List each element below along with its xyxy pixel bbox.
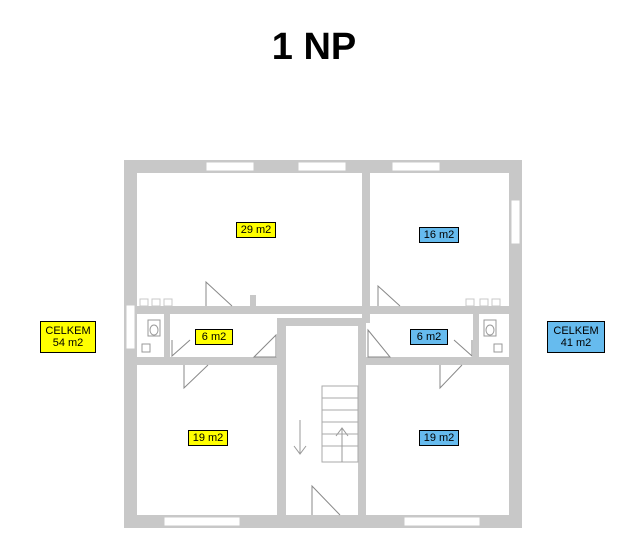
wall-stair-left — [277, 318, 286, 515]
window-top-3 — [391, 161, 441, 172]
total-left-label: CELKEM — [45, 325, 91, 337]
ventilation — [139, 298, 501, 307]
stair-arrow-down — [293, 420, 307, 455]
doors — [171, 280, 473, 516]
wall-stub — [250, 295, 256, 306]
vent-right-1 — [479, 298, 489, 307]
door-left-hall — [252, 333, 277, 358]
windows — [125, 161, 521, 527]
door-left-bottom — [183, 364, 209, 390]
total-right-area: 41 m2 — [560, 337, 592, 349]
total-left: CELKEM 54 m2 — [40, 321, 96, 353]
window-left-1 — [125, 304, 136, 350]
vent-right-3 — [465, 298, 475, 307]
door-left-wc — [171, 339, 191, 358]
total-right-label: CELKEM — [553, 325, 599, 337]
room-left-hall-area: 6 m2 — [195, 329, 233, 345]
door-right-top — [377, 284, 401, 307]
vent-left-1 — [139, 298, 149, 307]
door-entrance — [311, 484, 341, 516]
door-left-top — [205, 280, 233, 307]
wall-wc-right — [473, 314, 479, 357]
wall-right-lower — [366, 357, 509, 365]
total-right: CELKEM 41 m2 — [547, 321, 605, 353]
toilet-right-icon — [483, 319, 497, 337]
wall-vertical-center — [362, 173, 370, 323]
window-top-2 — [297, 161, 347, 172]
vent-left-3 — [163, 298, 173, 307]
wall-stair-right — [358, 318, 366, 515]
room-right-hall-area: 6 m2 — [410, 329, 448, 345]
wall-left-mid — [137, 306, 362, 314]
total-left-area: 54 m2 — [52, 337, 84, 349]
vent-right-2 — [491, 298, 501, 307]
room-right-bottom-area: 19 m2 — [419, 430, 459, 446]
wall-left-lower — [137, 357, 282, 365]
page-title: 1 NP — [271, 26, 357, 68]
window-top-1 — [205, 161, 255, 172]
door-right-wc — [453, 339, 473, 358]
door-right-hall — [367, 328, 392, 358]
vent-left-2 — [151, 298, 161, 307]
room-left-bottom-area: 19 m2 — [188, 430, 228, 446]
walls — [124, 160, 522, 528]
stairs — [293, 385, 359, 463]
toilet-left-icon — [147, 319, 161, 337]
sink-left-icon — [141, 343, 151, 353]
sink-right-icon — [493, 343, 503, 353]
sanitary — [141, 319, 503, 353]
door-right-bottom — [439, 364, 463, 390]
stair-arrow-up — [335, 427, 349, 462]
wall-right-mid — [370, 306, 509, 314]
window-bottom-1 — [163, 516, 241, 527]
room-right-top-area: 16 m2 — [419, 227, 459, 243]
window-bottom-2 — [403, 516, 481, 527]
wall-stair-top — [277, 318, 366, 326]
outer-wall-right — [509, 160, 522, 528]
stair-flight — [321, 385, 359, 463]
room-left-top-area: 29 m2 — [236, 222, 276, 238]
window-right-1 — [510, 199, 521, 245]
wall-wc-left — [164, 314, 170, 357]
